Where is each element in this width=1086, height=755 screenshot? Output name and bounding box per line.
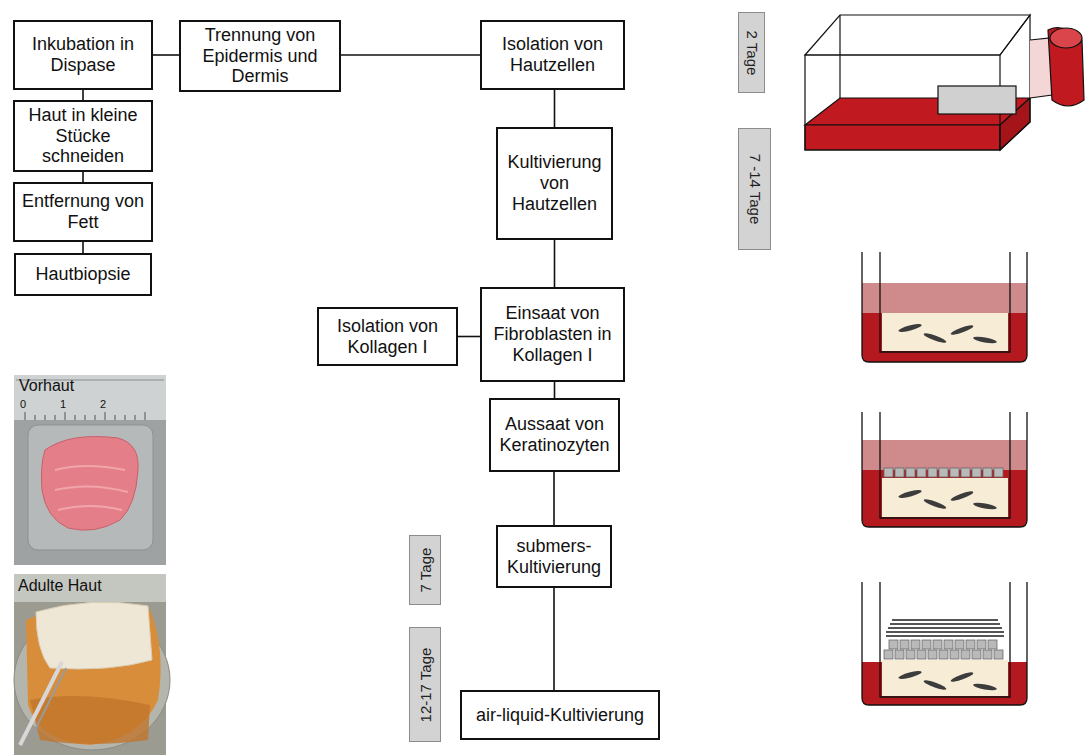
culture-well-1 <box>862 252 1027 362</box>
photo-label: Adulte Haut <box>18 577 102 595</box>
culture-well-2 <box>862 412 1027 527</box>
connector <box>554 240 556 287</box>
connector <box>153 54 179 56</box>
step-label: Inkubation in Dispase <box>19 34 147 75</box>
process-box: Isolation von Hautzellen <box>480 20 625 90</box>
process-box: air-liquid-Kultivierung <box>460 690 660 740</box>
process-box: Hautbiopsie <box>14 253 152 296</box>
connector <box>554 90 556 127</box>
step-label: Kultivierung von Hautzellen <box>502 152 607 214</box>
duration-label: 7 -14 Tage <box>747 154 762 225</box>
step-label: Isolation von Hautzellen <box>486 34 619 75</box>
connector <box>458 336 480 338</box>
process-box: submers-Kultivierung <box>496 525 612 588</box>
step-label: Einsaat von Fibroblasten in Kollagen I <box>486 303 619 365</box>
process-box: Einsaat von Fibroblasten in Kollagen I <box>480 287 625 382</box>
connector <box>553 472 555 525</box>
connector <box>554 382 556 398</box>
connector <box>82 172 84 182</box>
connector <box>341 54 480 56</box>
duration-label: 12-17 Tage <box>418 647 433 722</box>
process-box: Kultivierung von Hautzellen <box>496 127 613 240</box>
step-label: Trennung von Epidermis und Dermis <box>185 25 335 87</box>
ruler-number: 1 <box>60 398 66 410</box>
photo-adult-skin <box>14 574 170 755</box>
step-label: Haut in kleine Stücke schneiden <box>19 105 147 167</box>
process-box: Entfernung von Fett <box>13 182 153 242</box>
duration-label: 2 Tage <box>744 30 759 75</box>
step-label: Entfernung von Fett <box>19 191 147 232</box>
step-label: Hautbiopsie <box>35 264 130 285</box>
duration-tag: 2 Tage <box>738 12 765 93</box>
process-box: Aussaat von Keratinozyten <box>489 398 620 472</box>
step-label: air-liquid-Kultivierung <box>476 705 644 726</box>
process-box: Inkubation in Dispase <box>13 20 153 90</box>
culture-well-3 <box>862 582 1027 705</box>
duration-tag: 7 Tage <box>409 535 441 605</box>
process-box: Trennung von Epidermis und Dermis <box>179 20 341 92</box>
culture-flask <box>805 15 1084 150</box>
photo-foreskin <box>14 375 166 565</box>
connector <box>82 242 84 253</box>
process-box: Haut in kleine Stücke schneiden <box>13 100 153 172</box>
step-label: Isolation von Kollagen I <box>323 316 452 357</box>
duration-tag: 7 -14 Tage <box>738 128 771 250</box>
connector <box>553 588 555 690</box>
duration-label: 7 Tage <box>418 548 433 593</box>
process-box: Isolation von Kollagen I <box>317 307 458 366</box>
ruler-number: 0 <box>20 398 26 410</box>
duration-tag: 12-17 Tage <box>409 627 441 742</box>
ruler-number: 2 <box>100 398 106 410</box>
connector <box>82 90 84 100</box>
photo-label: Vorhaut <box>19 377 74 395</box>
step-label: submers-Kultivierung <box>502 536 606 577</box>
step-label: Aussaat von Keratinozyten <box>495 414 614 455</box>
